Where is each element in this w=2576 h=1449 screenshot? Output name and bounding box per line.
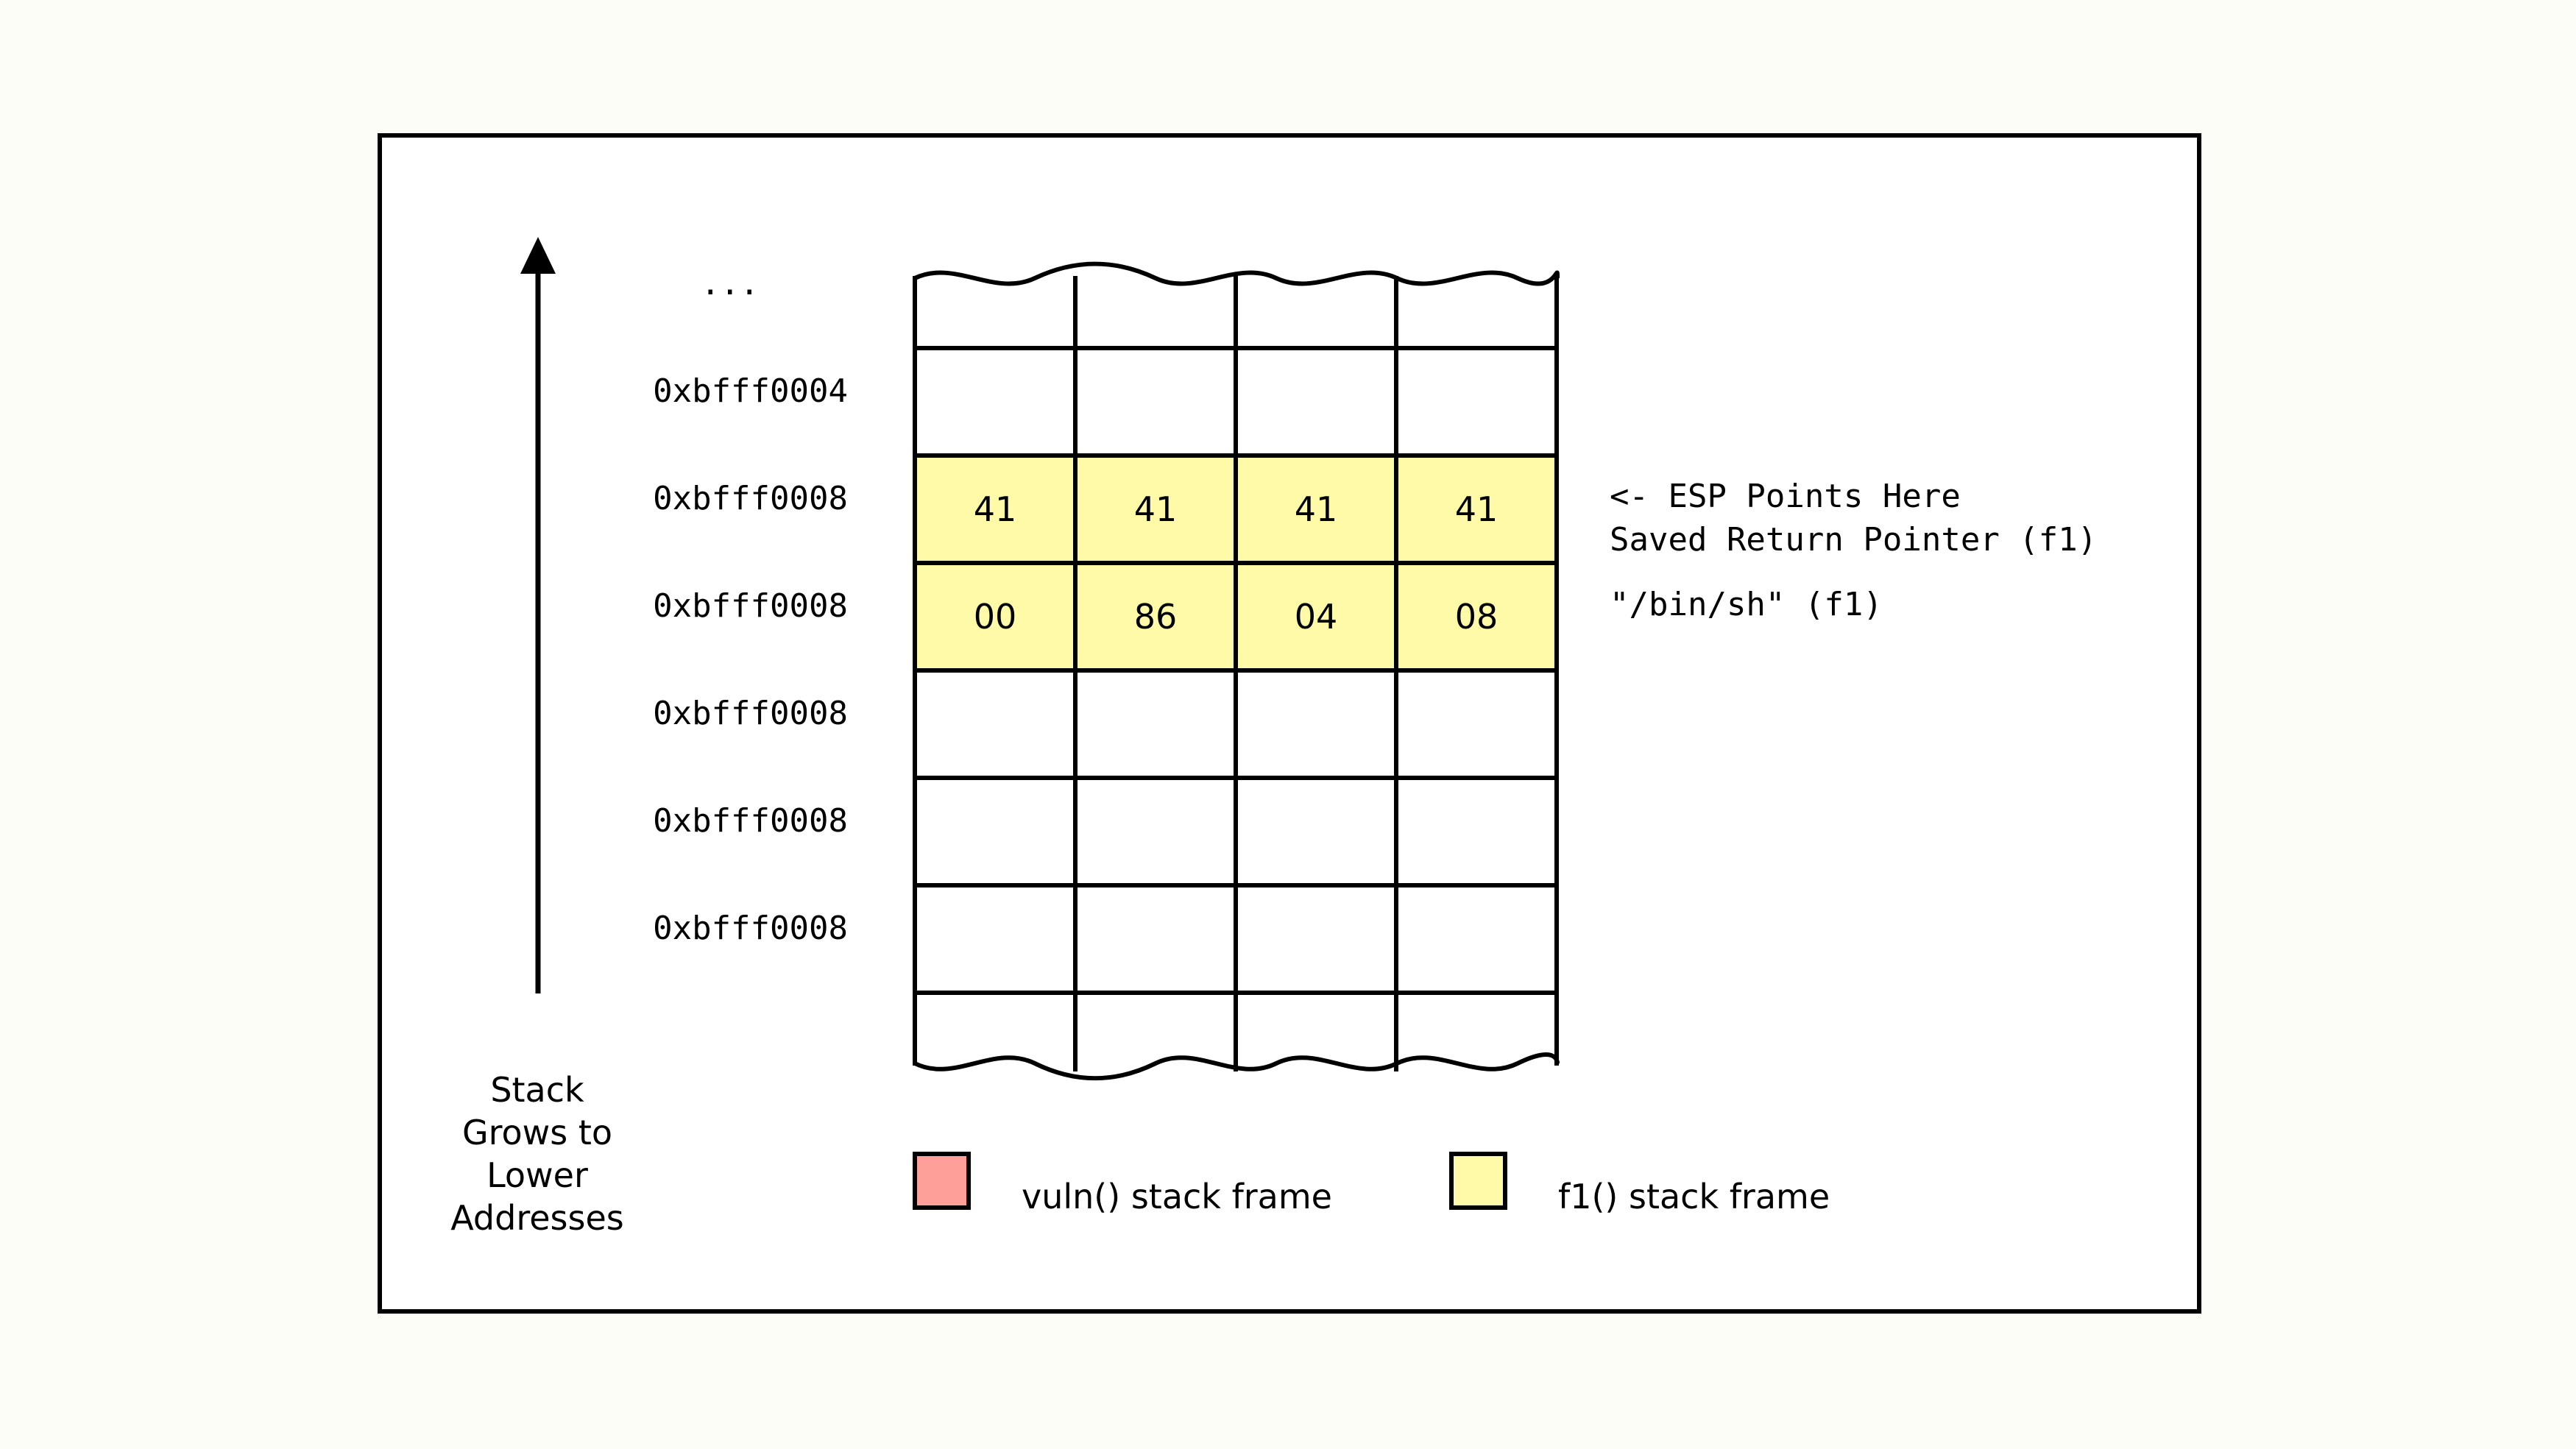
stack-grid [913, 261, 1560, 1081]
byte-cell: 41 [1454, 489, 1498, 529]
byte-cell: 00 [973, 597, 1017, 637]
byte-cell: 04 [1294, 597, 1338, 637]
stack-growth-label-line: Addresses [450, 1198, 624, 1238]
stack-growth-label: Stack Grows to Lower Addresses [412, 1069, 662, 1239]
byte-cell: 41 [1294, 489, 1338, 529]
address-label: 0xbfff0008 [653, 587, 848, 625]
stack-growth-arrow-head [520, 237, 556, 274]
esp-annotation: <- ESP Points Here [1610, 478, 1961, 515]
binsh-annotation: "/bin/sh" (f1) [1610, 586, 1883, 623]
stack-growth-label-line: Grows to [461, 1113, 613, 1152]
legend-label-f1: f1() stack frame [1558, 1177, 1830, 1216]
bottom-torn-edge [913, 1052, 1560, 1081]
top-torn-edge [913, 261, 1560, 286]
byte-cell: 41 [973, 489, 1017, 529]
legend-swatch-f1 [1449, 1152, 1507, 1210]
stack-ellipsis: ... [701, 265, 760, 302]
saved-return-annotation: Saved Return Pointer (f1) [1610, 521, 2098, 559]
stack-growth-label-line: Stack [490, 1070, 584, 1110]
byte-cell: 08 [1454, 597, 1498, 637]
byte-cell: 86 [1133, 597, 1178, 637]
byte-cell: 41 [1133, 489, 1178, 529]
address-label: 0xbfff0008 [653, 910, 848, 947]
address-label: 0xbfff0008 [653, 802, 848, 840]
address-label: 0xbfff0004 [653, 372, 848, 410]
legend-label-vuln: vuln() stack frame [1022, 1177, 1332, 1216]
legend-swatch-vuln [913, 1152, 971, 1210]
address-label: 0xbfff0008 [653, 695, 848, 732]
address-label: 0xbfff0008 [653, 480, 848, 517]
stack-growth-label-line: Lower [486, 1155, 588, 1195]
